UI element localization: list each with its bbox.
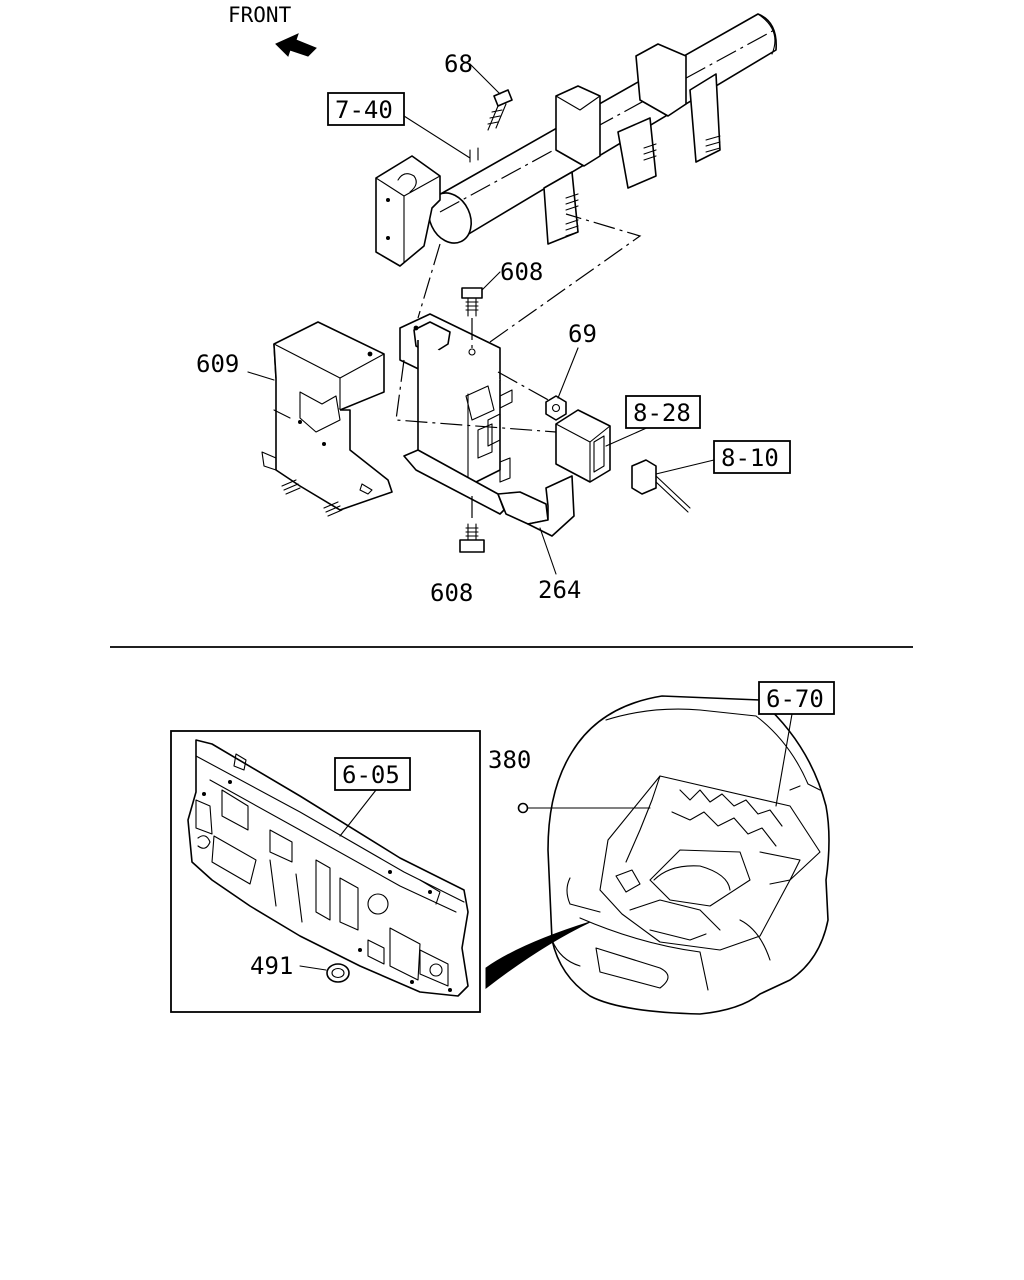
callout-380: 380: [488, 746, 531, 774]
bracket-264: [399, 313, 575, 537]
bracket-609: [261, 321, 393, 517]
callout-264: 264: [538, 576, 581, 604]
front-label: FRONT: [228, 3, 292, 27]
bolt-608-bottom: [459, 496, 485, 553]
callout-609: 609: [196, 350, 239, 378]
leader-lines-top: [247, 63, 715, 575]
callout-69: 69: [568, 320, 597, 348]
front-arrow-icon: [275, 33, 317, 57]
callout-box-8-10: [713, 440, 791, 474]
clip-380: [517, 802, 529, 814]
callout-box-7-40: [327, 92, 405, 126]
cab-illustration: [547, 695, 830, 1015]
callout-8-10: 8-10: [721, 444, 779, 472]
callout-608-bottom: 608: [430, 579, 473, 607]
nut-69: [545, 395, 567, 421]
callout-68: 68: [444, 50, 473, 78]
callout-6-70: 6-70: [766, 685, 824, 713]
callout-box-6-70: [758, 681, 835, 715]
callout-7-40: 7-40: [335, 96, 393, 124]
bolt-608-top: [461, 287, 483, 352]
dash-panel-6-05: [187, 739, 469, 997]
connector-8-10: [631, 459, 691, 513]
grommet-491: [326, 963, 350, 983]
callout-box-6-05: [334, 757, 411, 791]
cross-member-assembly: [375, 13, 779, 267]
callout-491: 491: [250, 952, 293, 980]
callout-6-05: 6-05: [342, 761, 400, 789]
bolt-68: [487, 89, 513, 131]
callout-8-28: 8-28: [633, 399, 691, 427]
front-direction-indicator: FRONT: [228, 3, 317, 57]
callout-box-8-28: [625, 395, 701, 429]
control-unit-8-28: [555, 409, 611, 483]
pointer-wedge: [485, 921, 591, 990]
callout-608-top: 608: [500, 258, 543, 286]
leader-lines-bottom: [299, 713, 793, 971]
